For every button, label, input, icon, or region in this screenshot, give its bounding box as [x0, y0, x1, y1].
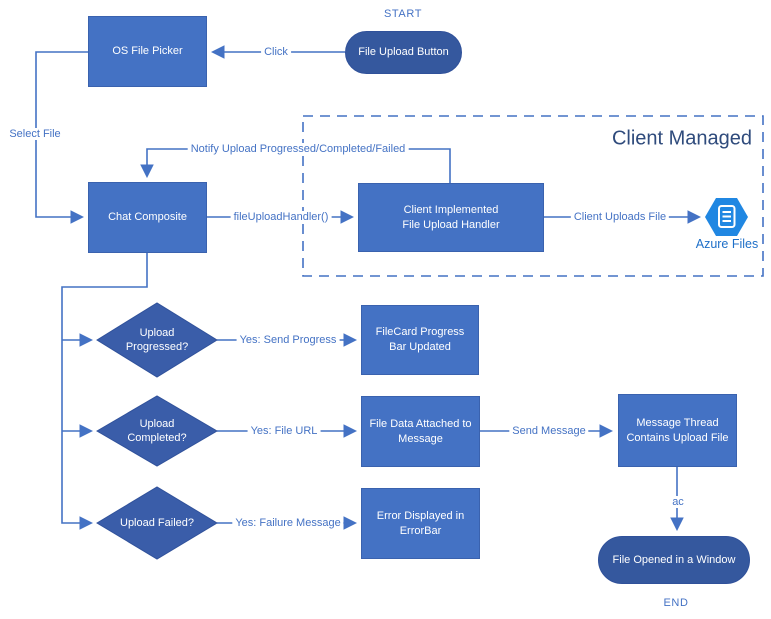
end-label: END — [663, 597, 689, 609]
node-chat-composite: Chat Composite — [88, 182, 207, 253]
decision-upload-completed — [96, 395, 218, 467]
node-file-opened: File Opened in a Window — [598, 536, 750, 584]
node-file-upload-button: File Upload Button — [345, 31, 462, 74]
node-label: Error Displayed in ErrorBar — [376, 509, 465, 537]
edge-label-client-uploads-file: Client Uploads File — [570, 211, 670, 223]
azure-files-icon — [705, 198, 748, 236]
node-os-file-picker: OS File Picker — [88, 16, 207, 87]
node-file-data-attached: File Data Attached to Message — [361, 396, 480, 467]
edge-label-click: Click — [261, 46, 291, 58]
start-label: START — [383, 8, 423, 20]
node-label: Message Thread Contains Upload File — [626, 416, 729, 444]
node-message-thread: Message Thread Contains Upload File — [618, 394, 737, 467]
edge-label-yes-file-url: Yes: File URL — [247, 425, 321, 437]
edge-label-send-message: Send Message — [509, 425, 589, 437]
node-error-displayed: Error Displayed in ErrorBar — [361, 488, 480, 559]
node-label: OS File Picker — [112, 45, 183, 58]
client-managed-title: Client Managed — [611, 127, 753, 150]
node-label: Client Implemented File Upload Handler — [402, 203, 500, 231]
edge-label-notify: Notify Upload Progressed/Completed/Faile… — [187, 143, 409, 155]
node-label: FileCard Progress Bar Updated — [375, 326, 465, 353]
node-label: File Upload Button — [358, 46, 449, 59]
edge-trunk-failed — [61, 253, 148, 530]
edge-label-yes-failure-message: Yes: Failure Message — [232, 517, 344, 529]
node-label: Chat Composite — [108, 211, 187, 224]
client-managed-container — [302, 115, 764, 277]
node-client-upload-handler: Client Implemented File Upload Handler — [358, 183, 544, 252]
edge-label-yes-send-progress: Yes: Send Progress — [236, 334, 340, 346]
decision-upload-progressed — [96, 302, 218, 378]
node-label: File Data Attached to Message — [369, 417, 472, 445]
decision-upload-failed — [96, 486, 218, 560]
edge-label-ac: ac — [669, 496, 687, 508]
edge-label-select-file: Select File — [6, 128, 64, 140]
azure-files-label: Azure Files — [695, 237, 759, 251]
node-filecard-progress: FileCard Progress Bar Updated — [361, 305, 479, 375]
node-label: File Opened in a Window — [612, 553, 736, 566]
edge-label-fileuploadhandler: fileUploadHandler() — [230, 211, 332, 223]
